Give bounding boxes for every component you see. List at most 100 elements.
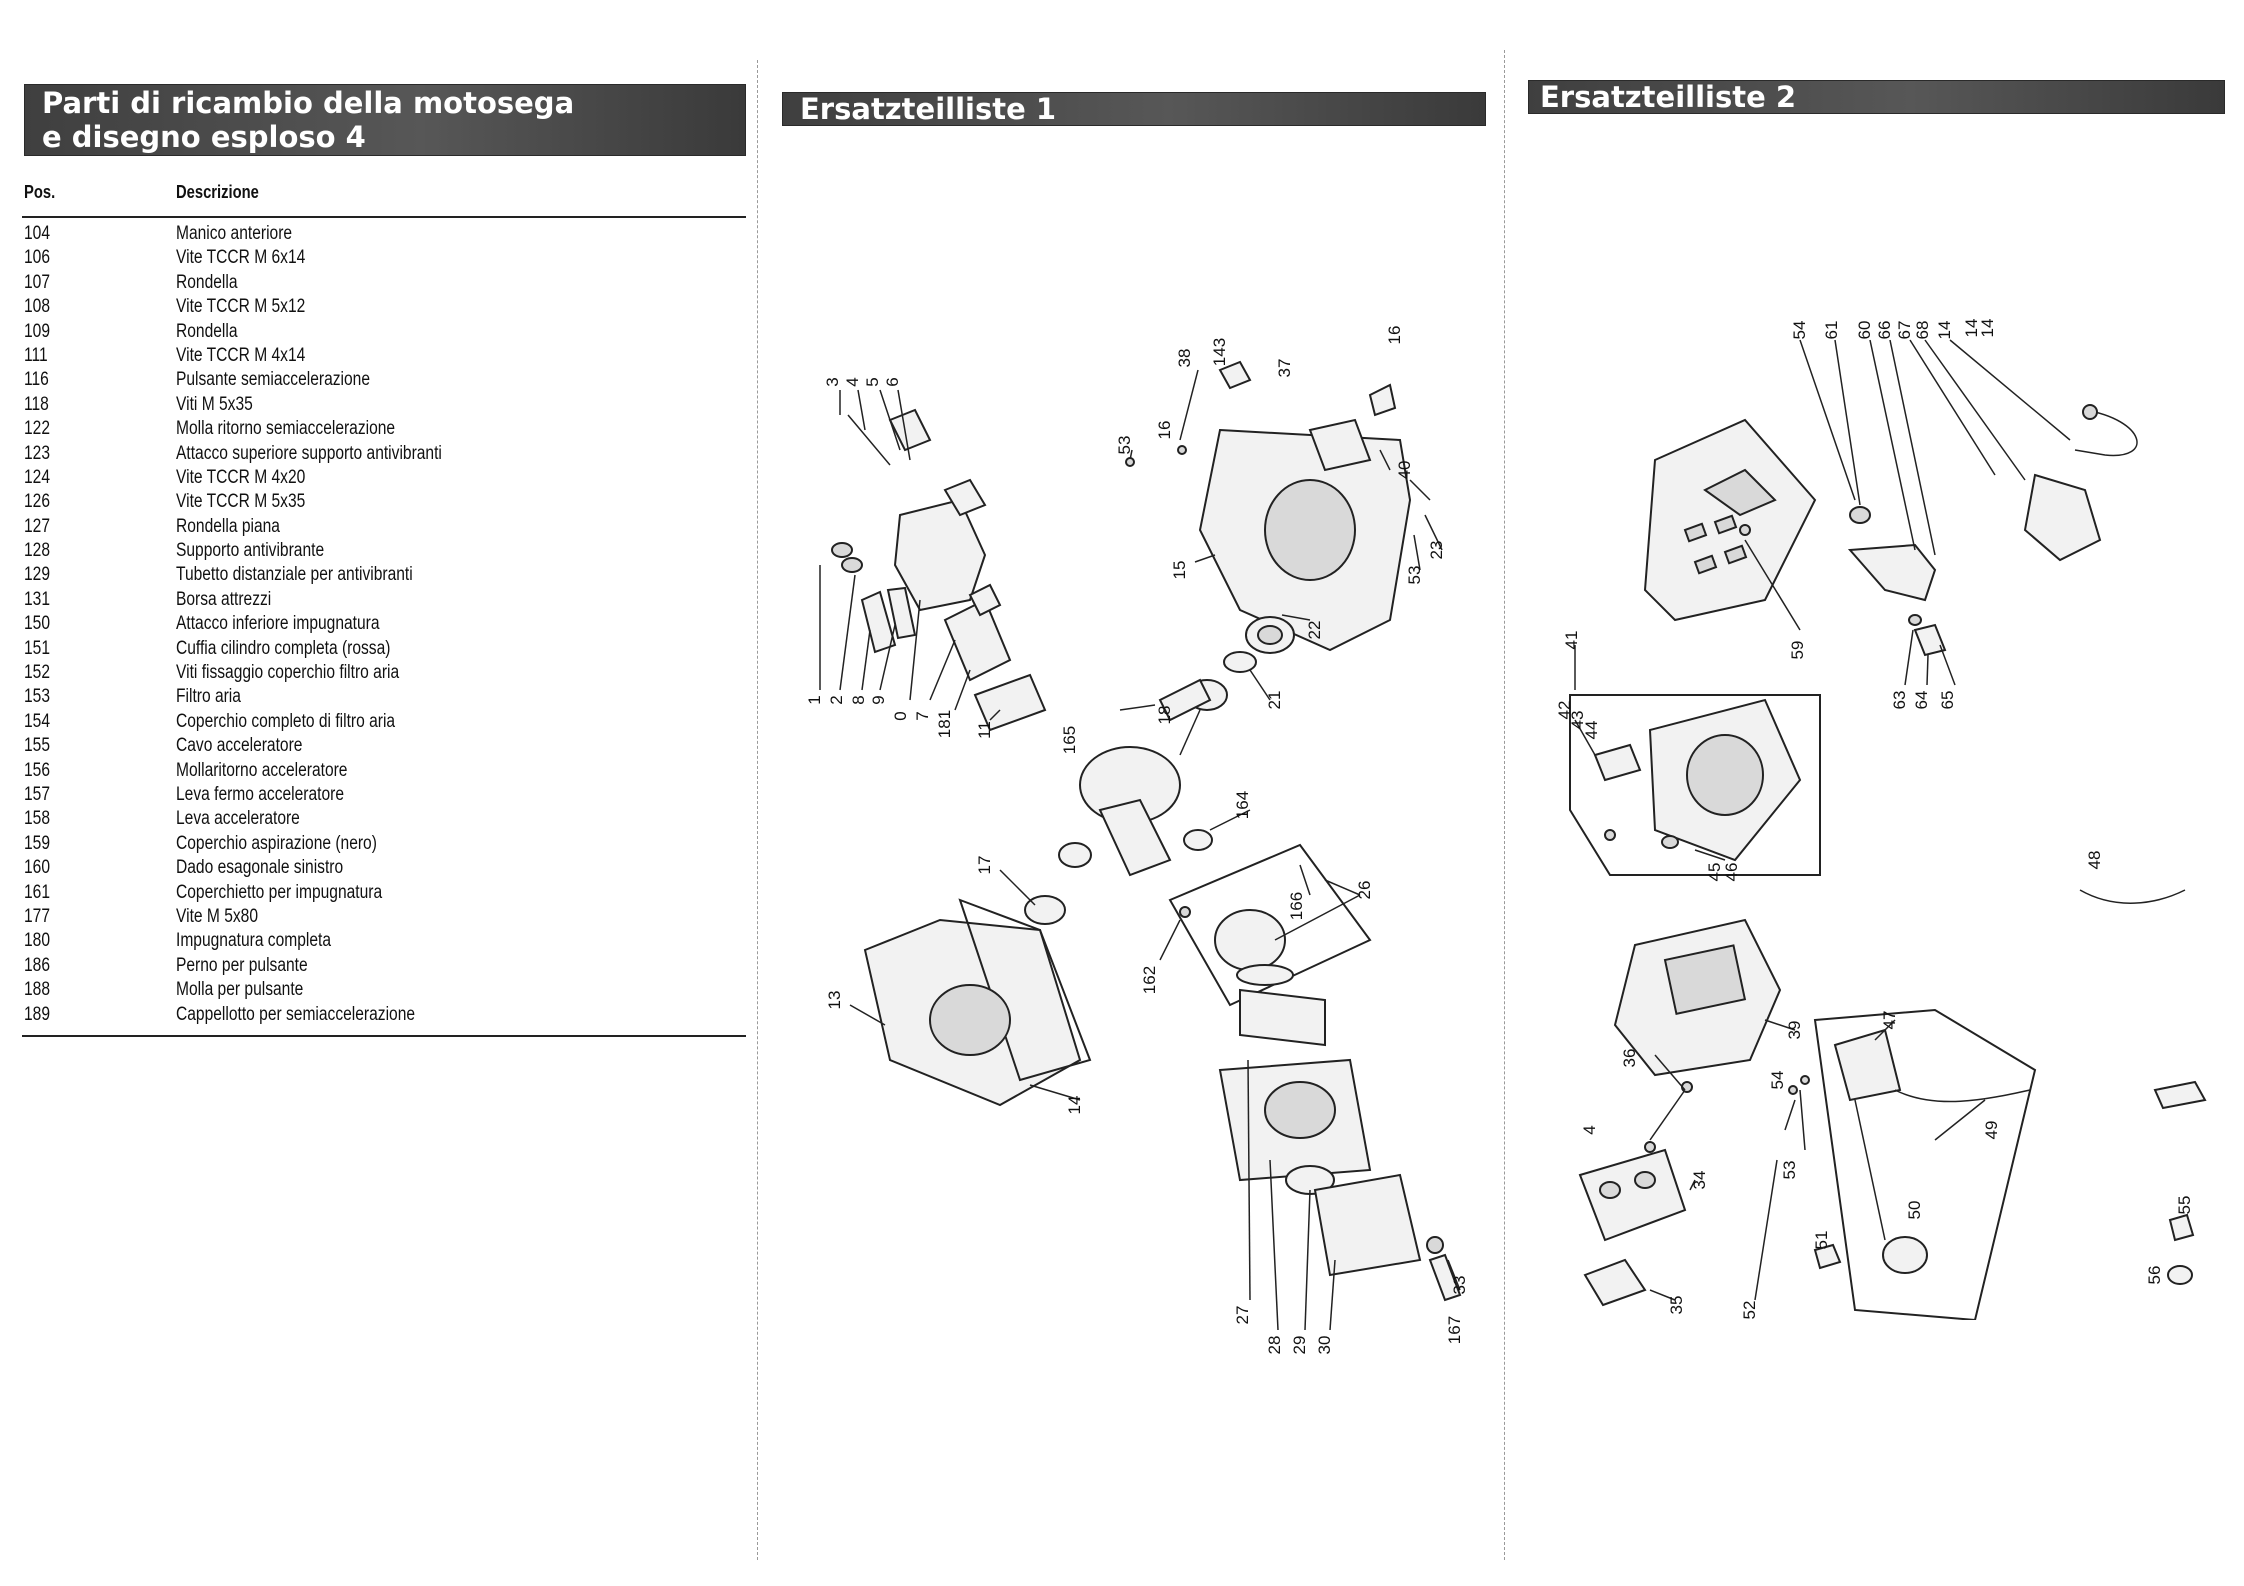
- callout-7: 7: [913, 711, 932, 720]
- clip-51: [1813, 1243, 1842, 1270]
- part-position: 128: [24, 540, 50, 562]
- brake-lever: [1847, 543, 1937, 602]
- part-position: 153: [24, 686, 50, 708]
- part-position: 106: [24, 247, 50, 269]
- carburettor-top: [943, 478, 987, 517]
- column-header-description: Descrizione: [176, 182, 259, 202]
- callout-16: 16: [1385, 326, 1404, 345]
- callout-39: 39: [1785, 1021, 1804, 1040]
- part-description: Coperchio completo di filtro aria: [176, 710, 396, 732]
- crankcase-bottom-bore: [929, 984, 1011, 1056]
- part-position: 152: [24, 662, 50, 684]
- part-description: Vite TCCR M 4x14: [176, 344, 306, 366]
- flywheel-box: [1569, 694, 1821, 876]
- crankshaft-group: [999, 614, 1311, 925]
- part-position: 116: [24, 369, 49, 391]
- callout-44: 44: [1582, 721, 1601, 740]
- callout-47: 47: [1880, 1011, 1899, 1030]
- hand-guard-group: [1643, 418, 1817, 631]
- part-position: 124: [24, 466, 50, 488]
- callout-1: 1: [805, 695, 824, 704]
- callout-13: 13: [825, 991, 844, 1010]
- callout-2: 2: [827, 695, 846, 704]
- part-position: 180: [24, 930, 50, 952]
- callout-22: 22: [1305, 621, 1324, 640]
- callout-54: 54: [1790, 321, 1809, 340]
- callout-45: 45: [1705, 863, 1724, 882]
- guard-window: [1703, 468, 1777, 517]
- callout-165: 165: [1060, 726, 1079, 754]
- bearing-17: [1024, 895, 1066, 925]
- callout-60: 60: [1855, 321, 1874, 340]
- part-description: Attacco superiore supporto antivibranti: [176, 442, 442, 464]
- callout-143: 143: [1210, 338, 1229, 366]
- washer: [831, 542, 853, 558]
- parts-table-row: 153 Filtro aria: [22, 685, 746, 709]
- part-description: Pulsante semiaccelerazione: [176, 369, 370, 391]
- callout-43: 43: [1568, 711, 1587, 730]
- ignition-coil: [1833, 1028, 1902, 1102]
- callout-53: 53: [1780, 1161, 1799, 1180]
- part-description: Molla ritorno semiaccelerazione: [176, 418, 396, 440]
- callout-67: 67: [1895, 321, 1914, 340]
- callout-18: 18: [1155, 706, 1174, 725]
- part-description: Manico anteriore: [176, 223, 293, 244]
- part-description: Viti M 5x35: [176, 393, 253, 415]
- callout-9: 9: [869, 695, 888, 704]
- callout-34: 34: [1690, 1171, 1709, 1190]
- callout-46: 46: [1722, 863, 1741, 882]
- bearing-164: [1183, 829, 1213, 851]
- callout-14: 14: [1962, 319, 1981, 338]
- callout-28: 28: [1265, 1336, 1284, 1355]
- bearing-seat: [1308, 418, 1372, 472]
- callout-16: 16: [1155, 421, 1174, 440]
- callout-64: 64: [1912, 691, 1931, 710]
- part-position: 155: [24, 735, 50, 757]
- cylinder-group: [1218, 988, 1462, 1331]
- ignition-group: [1754, 1008, 2037, 1320]
- crank-shaft-end: [1158, 678, 1212, 722]
- callout-14: 14: [1935, 321, 1954, 340]
- washer-61: [1849, 506, 1871, 524]
- brake-band-cover: [2023, 473, 2102, 562]
- part-description: Cavo acceleratore: [176, 735, 303, 757]
- part-description: Tubetto distanziale per antivibranti: [176, 564, 413, 586]
- part-description: Vite TCCR M 5x12: [176, 296, 306, 318]
- part-position: 150: [24, 613, 50, 635]
- shroud-group: [1613, 918, 1796, 1077]
- part-description: Rondella: [176, 320, 238, 342]
- cylinder-head: [1313, 1173, 1422, 1277]
- part-description: Viti fissaggio coperchio filtro aria: [176, 662, 400, 684]
- part-position: 158: [24, 808, 50, 830]
- callout-8: 8: [849, 695, 868, 704]
- callout-15: 15: [1170, 561, 1189, 580]
- spark-plug-group: [2153, 1080, 2207, 1285]
- parts-table-row: 155 Cavo acceleratore: [22, 734, 746, 758]
- part-description: Cuffia cilindro completa (rossa): [176, 637, 391, 659]
- flywheel-housing-group: [1569, 645, 1821, 876]
- throttle-lever: [888, 408, 932, 452]
- nut-56: [2167, 1265, 2193, 1285]
- part-position: 123: [24, 442, 50, 464]
- part-description: Molla per pulsante: [176, 979, 304, 1001]
- part-position: 127: [24, 515, 50, 537]
- part-position: 108: [24, 296, 50, 318]
- part-description: Filtro aria: [176, 686, 241, 708]
- callout-49: 49: [1982, 1121, 2001, 1140]
- callout-29: 29: [1290, 1336, 1309, 1355]
- part-position: 131: [24, 588, 50, 610]
- part-description: Coperchio aspirazione (nero): [176, 832, 377, 854]
- column-header-pos: Pos.: [24, 182, 56, 202]
